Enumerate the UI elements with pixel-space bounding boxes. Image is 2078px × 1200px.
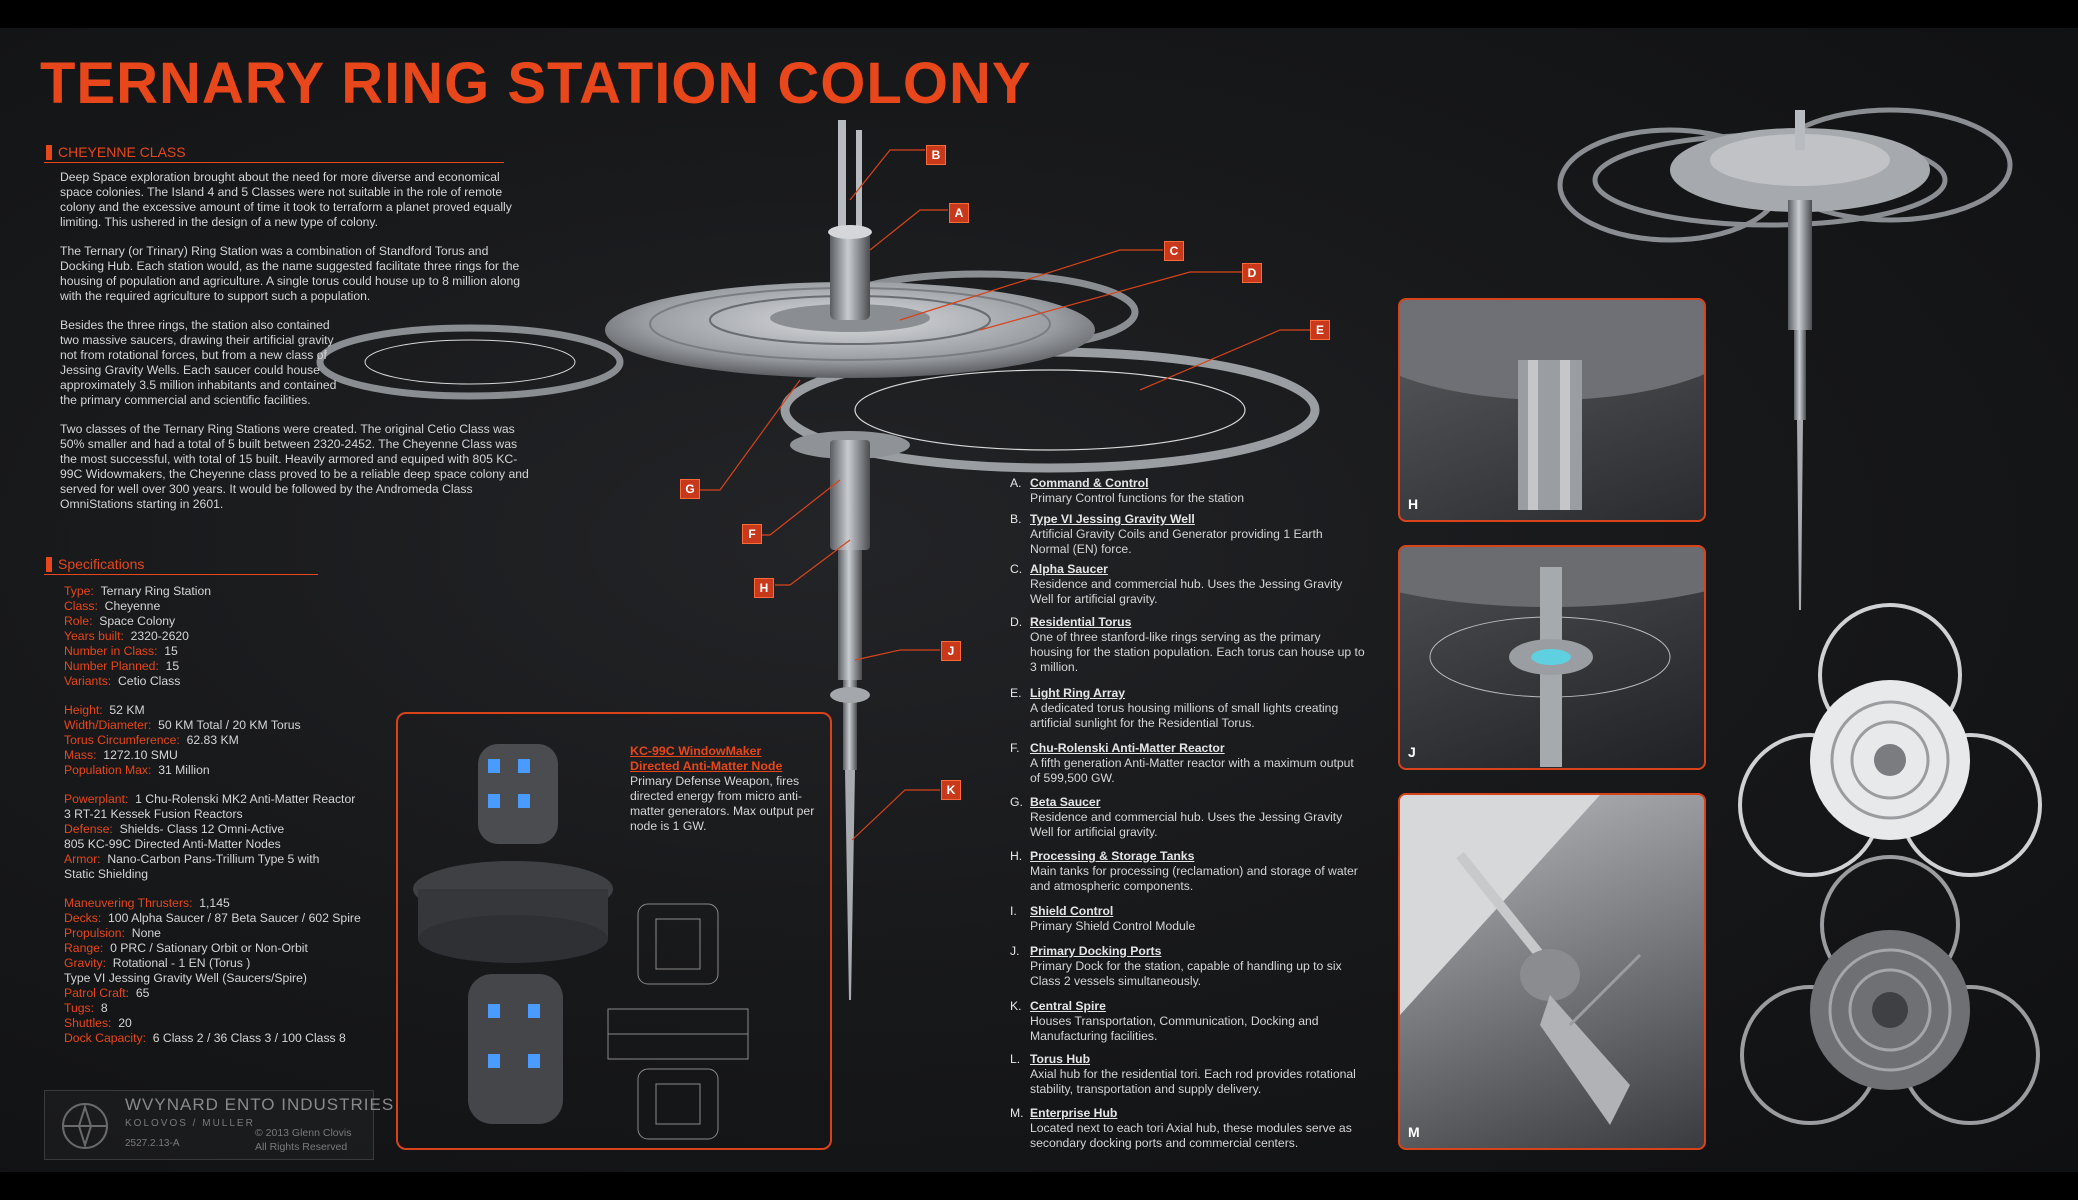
spec-defense: Defense: Shields- Class 12 Omni-Active <box>64 822 285 836</box>
specs-heading-rule <box>44 574 318 575</box>
top-letterbox <box>0 0 2078 28</box>
company-code: 2527.2.13-A <box>125 1138 180 1149</box>
spec-patrol: Patrol Craft: 65 <box>64 986 150 1000</box>
class-heading-rule <box>44 162 504 163</box>
intro-text: Deep Space exploration brought about the… <box>60 170 530 526</box>
spec-variants: Variants: Cetio Class <box>64 674 181 688</box>
callout-a: A <box>949 203 969 223</box>
inset-h-render <box>1400 300 1704 510</box>
detail-inset-j: J <box>1398 545 1706 770</box>
spec-class: Class: Cheyenne <box>64 599 161 613</box>
bottom-letterbox <box>0 1172 2078 1200</box>
callout-c: C <box>1164 241 1184 261</box>
callout-e: E <box>1310 320 1330 340</box>
spec-power2: 3 RT-21 Kessek Fusion Reactors <box>64 807 243 821</box>
inset-j-render <box>1400 547 1704 767</box>
weapon-description: Primary Defense Weapon, fires directed e… <box>630 774 815 833</box>
spec-gravity2: Type VI Jessing Gravity Well (Saucers/Sp… <box>64 971 307 985</box>
spec-tugs: Tugs: 8 <box>64 1001 108 1015</box>
spec-thrusters: Maneuvering Thrusters: 1,145 <box>64 896 230 910</box>
spec-defense2: 805 KC-99C Directed Anti-Matter Nodes <box>64 837 281 851</box>
intro-paragraph-4: Two classes of the Ternary Ring Stations… <box>60 422 529 511</box>
callout-f: F <box>742 524 762 544</box>
poster-panel <box>0 28 2078 1172</box>
spec-armor: Armor: Nano-Carbon Pans-Trillium Type 5 … <box>64 852 320 866</box>
class-heading-text: CHEYENNE CLASS <box>58 144 186 160</box>
spec-mass: Mass: 1272.10 SMU <box>64 748 178 762</box>
top-view-underside <box>1740 855 2040 1125</box>
spec-type: Type: Ternary Ring Station <box>64 584 212 598</box>
inset-m-label: M <box>1408 1124 1420 1140</box>
spec-shuttles: Shuttles: 20 <box>64 1016 132 1030</box>
spec-popmax: Population Max: 31 Million <box>64 763 210 777</box>
station-top-views <box>1738 603 2042 1125</box>
spec-propulsion: Propulsion: None <box>64 926 161 940</box>
spec-years: Years built: 2320-2620 <box>64 629 189 643</box>
class-heading: CHEYENNE CLASS <box>44 144 504 163</box>
specs-heading-text: Specifications <box>58 556 145 572</box>
spec-armor2: Static Shielding <box>64 867 149 881</box>
detail-inset-h: H <box>1398 298 1706 522</box>
callout-g: G <box>680 479 700 499</box>
spec-power: Powerplant: 1 Chu-Rolenski MK2 Anti-Matt… <box>64 792 356 806</box>
command-tower <box>828 120 872 320</box>
company-logo-block: WVYNARD ENTO INDUSTRIES KOLOVOS / MULLER… <box>44 1090 393 1160</box>
spec-torus: Torus Circumference: 62.83 KM <box>64 733 239 747</box>
callout-k: K <box>941 780 961 800</box>
callout-lines <box>700 149 1310 841</box>
spec-height: Height: 52 KM <box>64 703 145 717</box>
specifications-list: Type: Ternary Ring Station Class: Cheyen… <box>64 584 404 1046</box>
spec-decks: Decks: 100 Alpha Saucer / 87 Beta Saucer… <box>64 911 361 925</box>
intro-paragraph-3: Besides the three rings, the station als… <box>60 318 337 407</box>
intro-paragraph-2: The Ternary (or Trinary) Ring Station wa… <box>60 244 521 303</box>
intro-paragraph-1: Deep Space exploration brought about the… <box>60 170 512 229</box>
callout-j: J <box>941 641 961 661</box>
specs-heading: Specifications <box>44 556 318 575</box>
central-spire <box>830 440 870 1000</box>
company-name: WVYNARD ENTO INDUSTRIES <box>125 1095 395 1114</box>
company-sub: KOLOVOS / MULLER <box>125 1118 255 1129</box>
spec-number: Number in Class: 15 <box>64 644 178 658</box>
station-perspective-render <box>1557 107 2013 610</box>
callout-b: B <box>926 145 946 165</box>
company-emblem-icon <box>62 1103 108 1149</box>
inset-m-render <box>1400 795 1642 1125</box>
callout-d: D <box>1242 263 1262 283</box>
callout-h: H <box>754 578 774 598</box>
spec-gravity: Gravity: Rotational - 1 EN (Torus ) <box>64 956 251 970</box>
spec-role: Role: Space Colony <box>64 614 176 628</box>
detail-inset-m: M <box>1398 793 1706 1150</box>
weapon-node-illustration <box>413 744 749 1140</box>
top-view-rendered <box>1738 603 2042 877</box>
spec-width: Width/Diameter: 50 KM Total / 20 KM Toru… <box>64 718 301 732</box>
spec-range: Range: 0 PRC / Sationary Orbit or Non-Or… <box>64 941 308 955</box>
spec-planned: Number Planned: 15 <box>64 659 180 673</box>
spec-dock: Dock Capacity: 6 Class 2 / 36 Class 3 / … <box>64 1031 346 1045</box>
inset-j-label: J <box>1408 744 1416 760</box>
inset-h-label: H <box>1408 496 1419 512</box>
page-title: TERNARY RING STATION COLONY <box>40 51 1032 116</box>
